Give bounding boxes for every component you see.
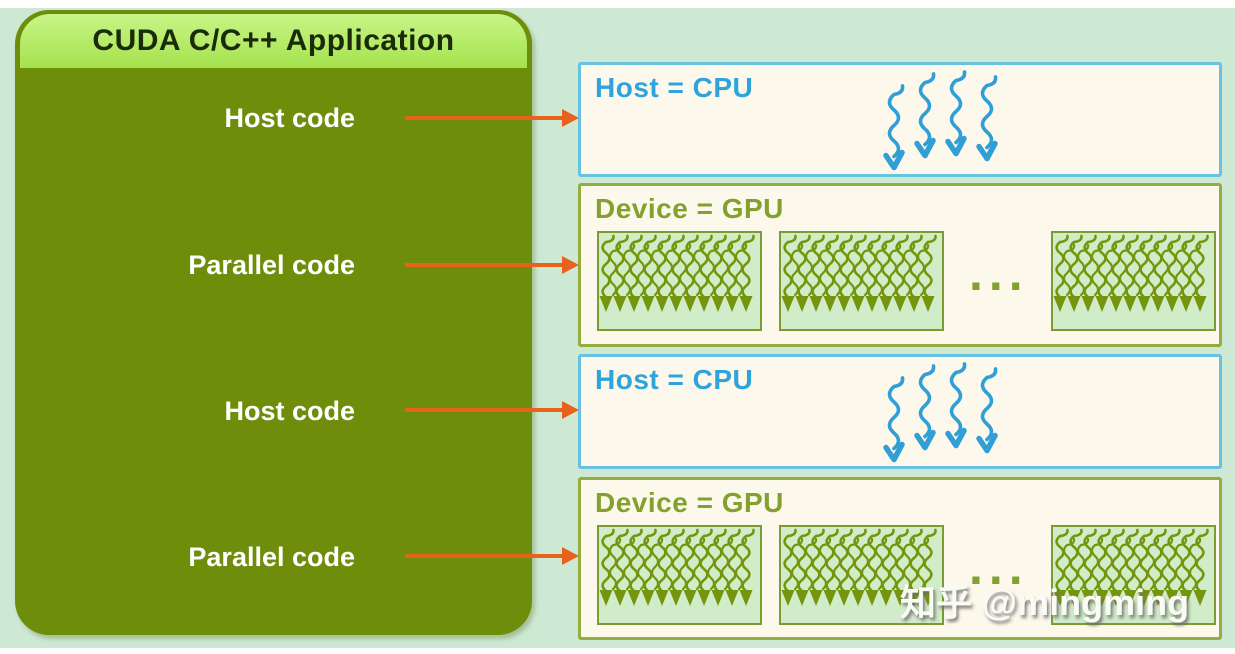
device-gpu-box-2: Device = GPU ... xyxy=(578,477,1222,640)
host-code-flow-arrow-2 xyxy=(405,401,579,419)
host-cpu-box-2: Host = CPU xyxy=(578,354,1222,469)
parallel-code-label-2: Parallel code xyxy=(188,542,355,572)
host-cpu-box-1: Host = CPU xyxy=(578,62,1222,177)
host-box-label-1: Host = CPU xyxy=(595,72,754,103)
thread-block xyxy=(597,231,762,331)
parallel-code-flow-arrow-2 xyxy=(405,547,579,565)
host-code-label-2: Host code xyxy=(224,396,355,426)
more-blocks-ellipsis-1: ... xyxy=(969,245,1029,301)
parallel-code-flow-arrow-1 xyxy=(405,256,579,274)
panel-header: CUDA C/C++ Application xyxy=(20,14,527,68)
device-gpu-box-1: Device = GPU ... xyxy=(578,183,1222,347)
thread-block-grid-2 xyxy=(581,525,1219,625)
cpu-thread-arrows-icon-1 xyxy=(881,69,1011,175)
more-blocks-ellipsis-2: ... xyxy=(969,539,1029,595)
cpu-thread-arrows-icon-2 xyxy=(881,361,1011,467)
cuda-application-panel: CUDA C/C++ Application xyxy=(15,10,532,635)
thread-block xyxy=(779,231,944,331)
panel-title: CUDA C/C++ Application xyxy=(92,24,455,57)
device-box-label-1: Device = GPU xyxy=(595,193,784,224)
parallel-code-label-1: Parallel code xyxy=(188,250,355,280)
thread-block xyxy=(779,525,944,625)
host-box-label-2: Host = CPU xyxy=(595,364,754,395)
zhihu-watermark: 知乎 @mingming xyxy=(900,582,1190,623)
thread-block-grid-1 xyxy=(581,231,1219,331)
device-box-label-2: Device = GPU xyxy=(595,487,784,518)
host-code-label-1: Host code xyxy=(224,103,355,133)
thread-block xyxy=(597,525,762,625)
thread-block xyxy=(1051,525,1216,625)
host-code-flow-arrow-1 xyxy=(405,109,579,127)
thread-block xyxy=(1051,231,1216,331)
